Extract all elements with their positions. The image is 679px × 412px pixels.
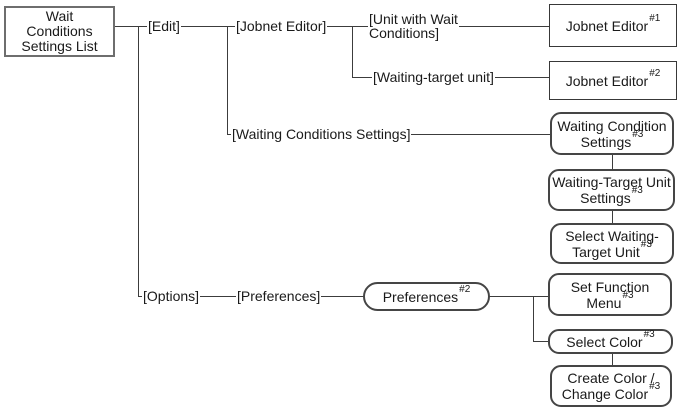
- node-label: Set Function Menu: [570, 278, 650, 311]
- footnote-marker: #3: [622, 289, 634, 301]
- footnote-marker: #3: [643, 328, 655, 340]
- footnote-marker: #1: [649, 12, 661, 24]
- footnote-marker: #3: [631, 185, 643, 197]
- node-label: Select Color: [566, 333, 643, 350]
- connector-edit-branch: [227, 26, 228, 135]
- connector-settings-stack-2: [612, 211, 613, 223]
- node-jobnet-editor-2: Jobnet Editor#2: [549, 61, 677, 100]
- menu-label-edit: [Edit]: [147, 18, 181, 34]
- node-set-function-menu: Set Function Menu#3: [548, 273, 672, 316]
- menu-label-preferences: [Preferences]: [236, 288, 322, 304]
- connector-select-color-row: [533, 341, 549, 342]
- node-label: Waiting Condition Settings: [557, 117, 667, 150]
- connector-jobnet-editor-branch: [352, 26, 353, 78]
- connector-edit-row: [115, 26, 549, 27]
- node-waiting-condition-settings: Waiting Condition Settings#3: [550, 112, 674, 155]
- node-label: Jobnet Editor: [565, 17, 649, 34]
- node-select-waiting-target-unit: Select Waiting- Target Unit#3: [550, 223, 674, 264]
- footnote-marker: #2: [459, 283, 471, 295]
- connector-trunk: [138, 26, 139, 297]
- footnote-marker: #3: [640, 238, 652, 250]
- node-label: Wait Conditions Settings List: [21, 8, 98, 54]
- node-jobnet-editor-1: Jobnet Editor#1: [549, 4, 677, 47]
- menu-label-options: [Options]: [142, 288, 201, 304]
- footnote-marker: #3: [632, 128, 644, 140]
- connector-color-stack: [612, 354, 613, 365]
- menu-label-jobnet-editor: [Jobnet Editor]: [235, 18, 328, 34]
- node-label: Select Waiting- Target Unit: [565, 227, 659, 260]
- menu-label-unit-with-wait-conditions: [Unit with Wait Conditions]: [368, 11, 459, 41]
- footnote-marker: #2: [649, 67, 661, 79]
- node-preferences-dialog: Preferences#2: [363, 282, 490, 311]
- connector-settings-stack-1: [612, 155, 613, 169]
- node-waiting-target-unit-settings: Waiting-Target Unit Settings#3: [548, 169, 675, 211]
- node-select-color: Select Color#3: [548, 329, 673, 354]
- node-label: Jobnet Editor: [565, 72, 649, 89]
- footnote-marker: #3: [649, 381, 661, 393]
- menu-label-waiting-conditions-settings: [Waiting Conditions Settings]: [231, 126, 412, 142]
- connector-preferences-branch: [533, 296, 534, 342]
- node-label: Preferences: [382, 288, 459, 305]
- connector-options-row: [138, 296, 548, 297]
- node-label: Create Color / Change Color: [561, 370, 655, 402]
- node-create-color-change-color: Create Color / Change Color#3: [550, 365, 672, 407]
- node-wait-conditions-settings-list: Wait Conditions Settings List: [4, 6, 115, 57]
- node-label: Waiting-Target Unit Settings: [552, 174, 671, 206]
- menu-label-waiting-target-unit: [Waiting-target unit]: [372, 69, 495, 85]
